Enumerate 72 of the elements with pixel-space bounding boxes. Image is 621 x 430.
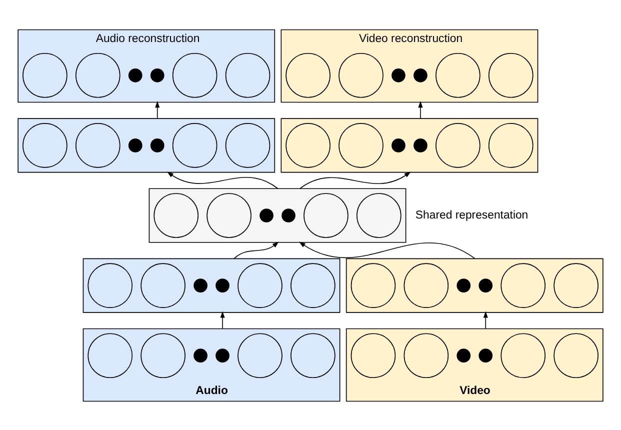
node-dot — [150, 68, 164, 82]
node-circle — [286, 122, 330, 168]
node-dot — [414, 138, 428, 152]
node-circle — [338, 52, 384, 98]
node-dot — [478, 348, 493, 362]
node-circle — [350, 262, 396, 308]
node-circle — [488, 122, 534, 168]
node-dot — [282, 208, 296, 222]
node-dot — [392, 68, 406, 82]
node-dot — [216, 348, 230, 362]
cluster — [18, 118, 276, 172]
node-circle — [554, 332, 598, 378]
node-dot — [478, 278, 493, 292]
node-circle — [356, 192, 402, 238]
cluster — [346, 258, 604, 312]
node-circle — [338, 122, 384, 168]
node-label: Shared representation — [415, 209, 528, 222]
node-circle — [225, 52, 270, 98]
cluster — [82, 258, 340, 312]
node-circle — [290, 332, 336, 378]
node-dot — [392, 138, 406, 152]
cluster — [148, 188, 406, 242]
node-circle — [238, 332, 282, 378]
node-circle — [500, 332, 546, 378]
node-circle — [488, 52, 534, 98]
node-circle — [404, 332, 449, 378]
cluster: Video — [346, 328, 604, 402]
node-circle — [76, 52, 120, 98]
arrow — [166, 171, 278, 189]
node-circle — [172, 52, 218, 98]
node-circle — [554, 262, 598, 308]
node-dot — [414, 68, 428, 82]
node-dot — [128, 138, 142, 152]
arrow — [300, 171, 411, 189]
cluster: Audio reconstruction — [18, 28, 276, 102]
node-dot — [128, 68, 142, 82]
cluster: Audio — [82, 328, 340, 402]
node-circle — [500, 262, 546, 308]
arrow — [418, 100, 423, 118]
node-circle — [350, 332, 396, 378]
node-circle — [22, 122, 68, 168]
cluster — [280, 118, 538, 172]
arrow — [483, 310, 488, 329]
node-circle — [436, 122, 480, 168]
cluster: Video reconstruction — [280, 28, 538, 102]
node-dot — [216, 278, 230, 292]
node-circle — [206, 192, 252, 238]
arrow — [155, 100, 160, 118]
node-dot — [194, 278, 208, 292]
node-circle — [304, 192, 348, 238]
node-circle — [225, 122, 270, 168]
node-circle — [88, 332, 133, 378]
node-circle — [88, 262, 133, 308]
node-dot — [194, 348, 208, 362]
node-dot — [456, 278, 471, 292]
node-circle — [290, 262, 336, 308]
arrow — [298, 241, 476, 259]
node-circle — [286, 52, 330, 98]
node-circle — [140, 332, 186, 378]
node-circle — [436, 52, 480, 98]
node-circle — [172, 122, 218, 168]
node-circle — [238, 262, 282, 308]
node-circle — [154, 192, 198, 238]
node-dot — [456, 348, 471, 362]
node-circle — [140, 262, 186, 308]
node-dot — [150, 138, 164, 152]
node-circle — [22, 52, 68, 98]
node-dot — [260, 208, 274, 222]
arrow — [234, 241, 279, 259]
node-circle — [76, 122, 120, 168]
node-circle — [404, 262, 449, 308]
arrow — [220, 310, 225, 329]
